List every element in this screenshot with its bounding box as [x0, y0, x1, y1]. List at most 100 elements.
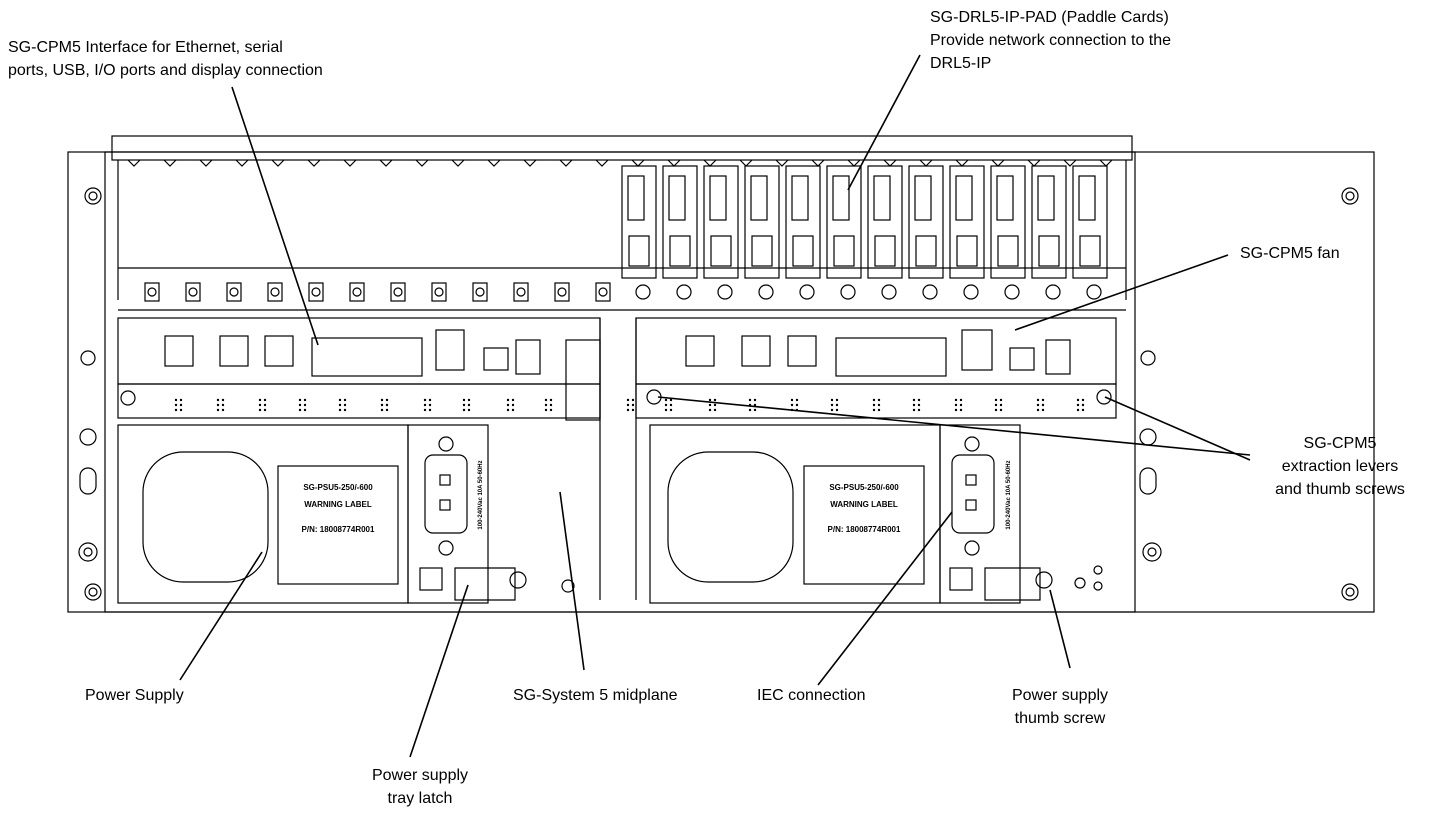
- rail-screw-slot: [226, 282, 242, 302]
- iec-rating-right: 100-240Vac 10A 50-60Hz: [1006, 460, 1012, 529]
- vent-group: [994, 398, 1003, 412]
- vent-hole: [511, 403, 515, 407]
- paddle-card-screw: [963, 284, 979, 300]
- vent-group: [708, 398, 717, 412]
- vent-hole: [1036, 408, 1040, 412]
- cpm5-module-right: [635, 317, 1117, 419]
- slot-guide: [523, 159, 537, 167]
- vent-hole: [1036, 398, 1040, 402]
- vent-group: [380, 398, 389, 412]
- vent-hole: [179, 398, 183, 402]
- vent-group: [258, 398, 267, 412]
- vent-hole: [835, 398, 839, 402]
- callout-cpm5-interface: SG-CPM5 Interface for Ethernet, serial p…: [8, 36, 323, 82]
- callout-paddle-cards: SG-DRL5-IP-PAD (Paddle Cards) Provide ne…: [930, 6, 1171, 75]
- slot-guide: [775, 159, 789, 167]
- slot-guide: [559, 159, 573, 167]
- vent-hole: [174, 408, 178, 412]
- chassis-frame: [67, 135, 1375, 613]
- vent-hole: [959, 403, 963, 407]
- psu-right-warning: WARNING LABEL: [830, 500, 898, 509]
- paddle-card-body: [826, 165, 862, 279]
- vent-hole: [631, 403, 635, 407]
- vent-hole: [1081, 408, 1085, 412]
- vent-hole: [221, 408, 225, 412]
- slot-guide: [1027, 159, 1041, 167]
- rail-screw: [352, 287, 362, 297]
- vent-hole: [263, 408, 267, 412]
- slot-guide: [199, 159, 213, 167]
- vent-hole: [385, 398, 389, 402]
- paddle-card: [703, 165, 739, 300]
- vent-hole: [669, 408, 673, 412]
- slot-guide: [415, 159, 429, 167]
- rail-screw: [393, 287, 403, 297]
- paddle-card-body: [908, 165, 944, 279]
- rail-screw-slot: [595, 282, 611, 302]
- vent-group: [338, 398, 347, 412]
- vent-group: [954, 398, 963, 412]
- paddle-card-rj45-port: [628, 235, 650, 267]
- vent-hole: [912, 403, 916, 407]
- vent-hole: [912, 398, 916, 402]
- paddle-card-screw: [635, 284, 651, 300]
- slot-guide: [307, 159, 321, 167]
- vent-hole: [338, 398, 342, 402]
- vent-hole: [428, 403, 432, 407]
- paddle-card-rj45-port: [874, 235, 896, 267]
- paddle-card-rj45-port: [956, 235, 978, 267]
- callout-iec-connection: IEC connection: [757, 684, 866, 707]
- callout-extraction-levers-line2: extraction levers: [1281, 458, 1399, 475]
- rail-screw-slot: [390, 282, 406, 302]
- vent-hole: [872, 403, 876, 407]
- vent-hole: [338, 403, 342, 407]
- vent-hole: [263, 403, 267, 407]
- paddle-card-screw: [1086, 284, 1102, 300]
- callout-leaders: [179, 54, 1251, 758]
- vent-group: [664, 398, 673, 412]
- vent-hole: [549, 398, 553, 402]
- paddle-card-usb-port: [750, 175, 768, 221]
- callout-paddle-cards-line2: Provide network connection to the: [930, 32, 1172, 49]
- vent-hole: [380, 398, 384, 402]
- paddle-card-body: [949, 165, 985, 279]
- vent-hole: [708, 403, 712, 407]
- vent-hole: [626, 398, 630, 402]
- vent-hole: [216, 408, 220, 412]
- vent-hole: [713, 408, 717, 412]
- slot-guide: [271, 159, 285, 167]
- vent-hole: [835, 408, 839, 412]
- paddle-card: [785, 165, 821, 300]
- vent-hole: [467, 398, 471, 402]
- vent-hole: [298, 398, 302, 402]
- paddle-card-body: [1072, 165, 1108, 279]
- vent-hole: [994, 408, 998, 412]
- slot-guide: [235, 159, 249, 167]
- vent-hole: [999, 398, 1003, 402]
- slot-guide: [739, 159, 753, 167]
- slot-guide: [811, 159, 825, 167]
- paddle-card: [1031, 165, 1067, 300]
- vent-hole: [877, 398, 881, 402]
- callout-iec-connection-line1: IEC connection: [757, 687, 866, 704]
- vent-hole: [877, 408, 881, 412]
- vent-hole: [790, 403, 794, 407]
- vent-hole: [994, 403, 998, 407]
- vent-hole: [1041, 403, 1045, 407]
- callout-cpm5-fan-line1: SG-CPM5 fan: [1240, 245, 1340, 262]
- paddle-card: [744, 165, 780, 300]
- callout-psu-thumb-screw-line2: thumb screw: [1014, 710, 1106, 727]
- callout-tray-latch: Power supply tray latch: [340, 764, 500, 810]
- psu-left-part: P/N: 18008774R001: [302, 525, 375, 534]
- vent-hole: [506, 403, 510, 407]
- vent-hole: [467, 403, 471, 407]
- paddle-card-screw: [799, 284, 815, 300]
- vent-hole: [753, 408, 757, 412]
- vent-group: [1076, 398, 1085, 412]
- rail-screw-slot: [513, 282, 529, 302]
- vent-group: [298, 398, 307, 412]
- paddle-card-body: [990, 165, 1026, 279]
- paddle-card-body: [662, 165, 698, 279]
- vent-hole: [1076, 408, 1080, 412]
- rail-screw-slot: [554, 282, 570, 302]
